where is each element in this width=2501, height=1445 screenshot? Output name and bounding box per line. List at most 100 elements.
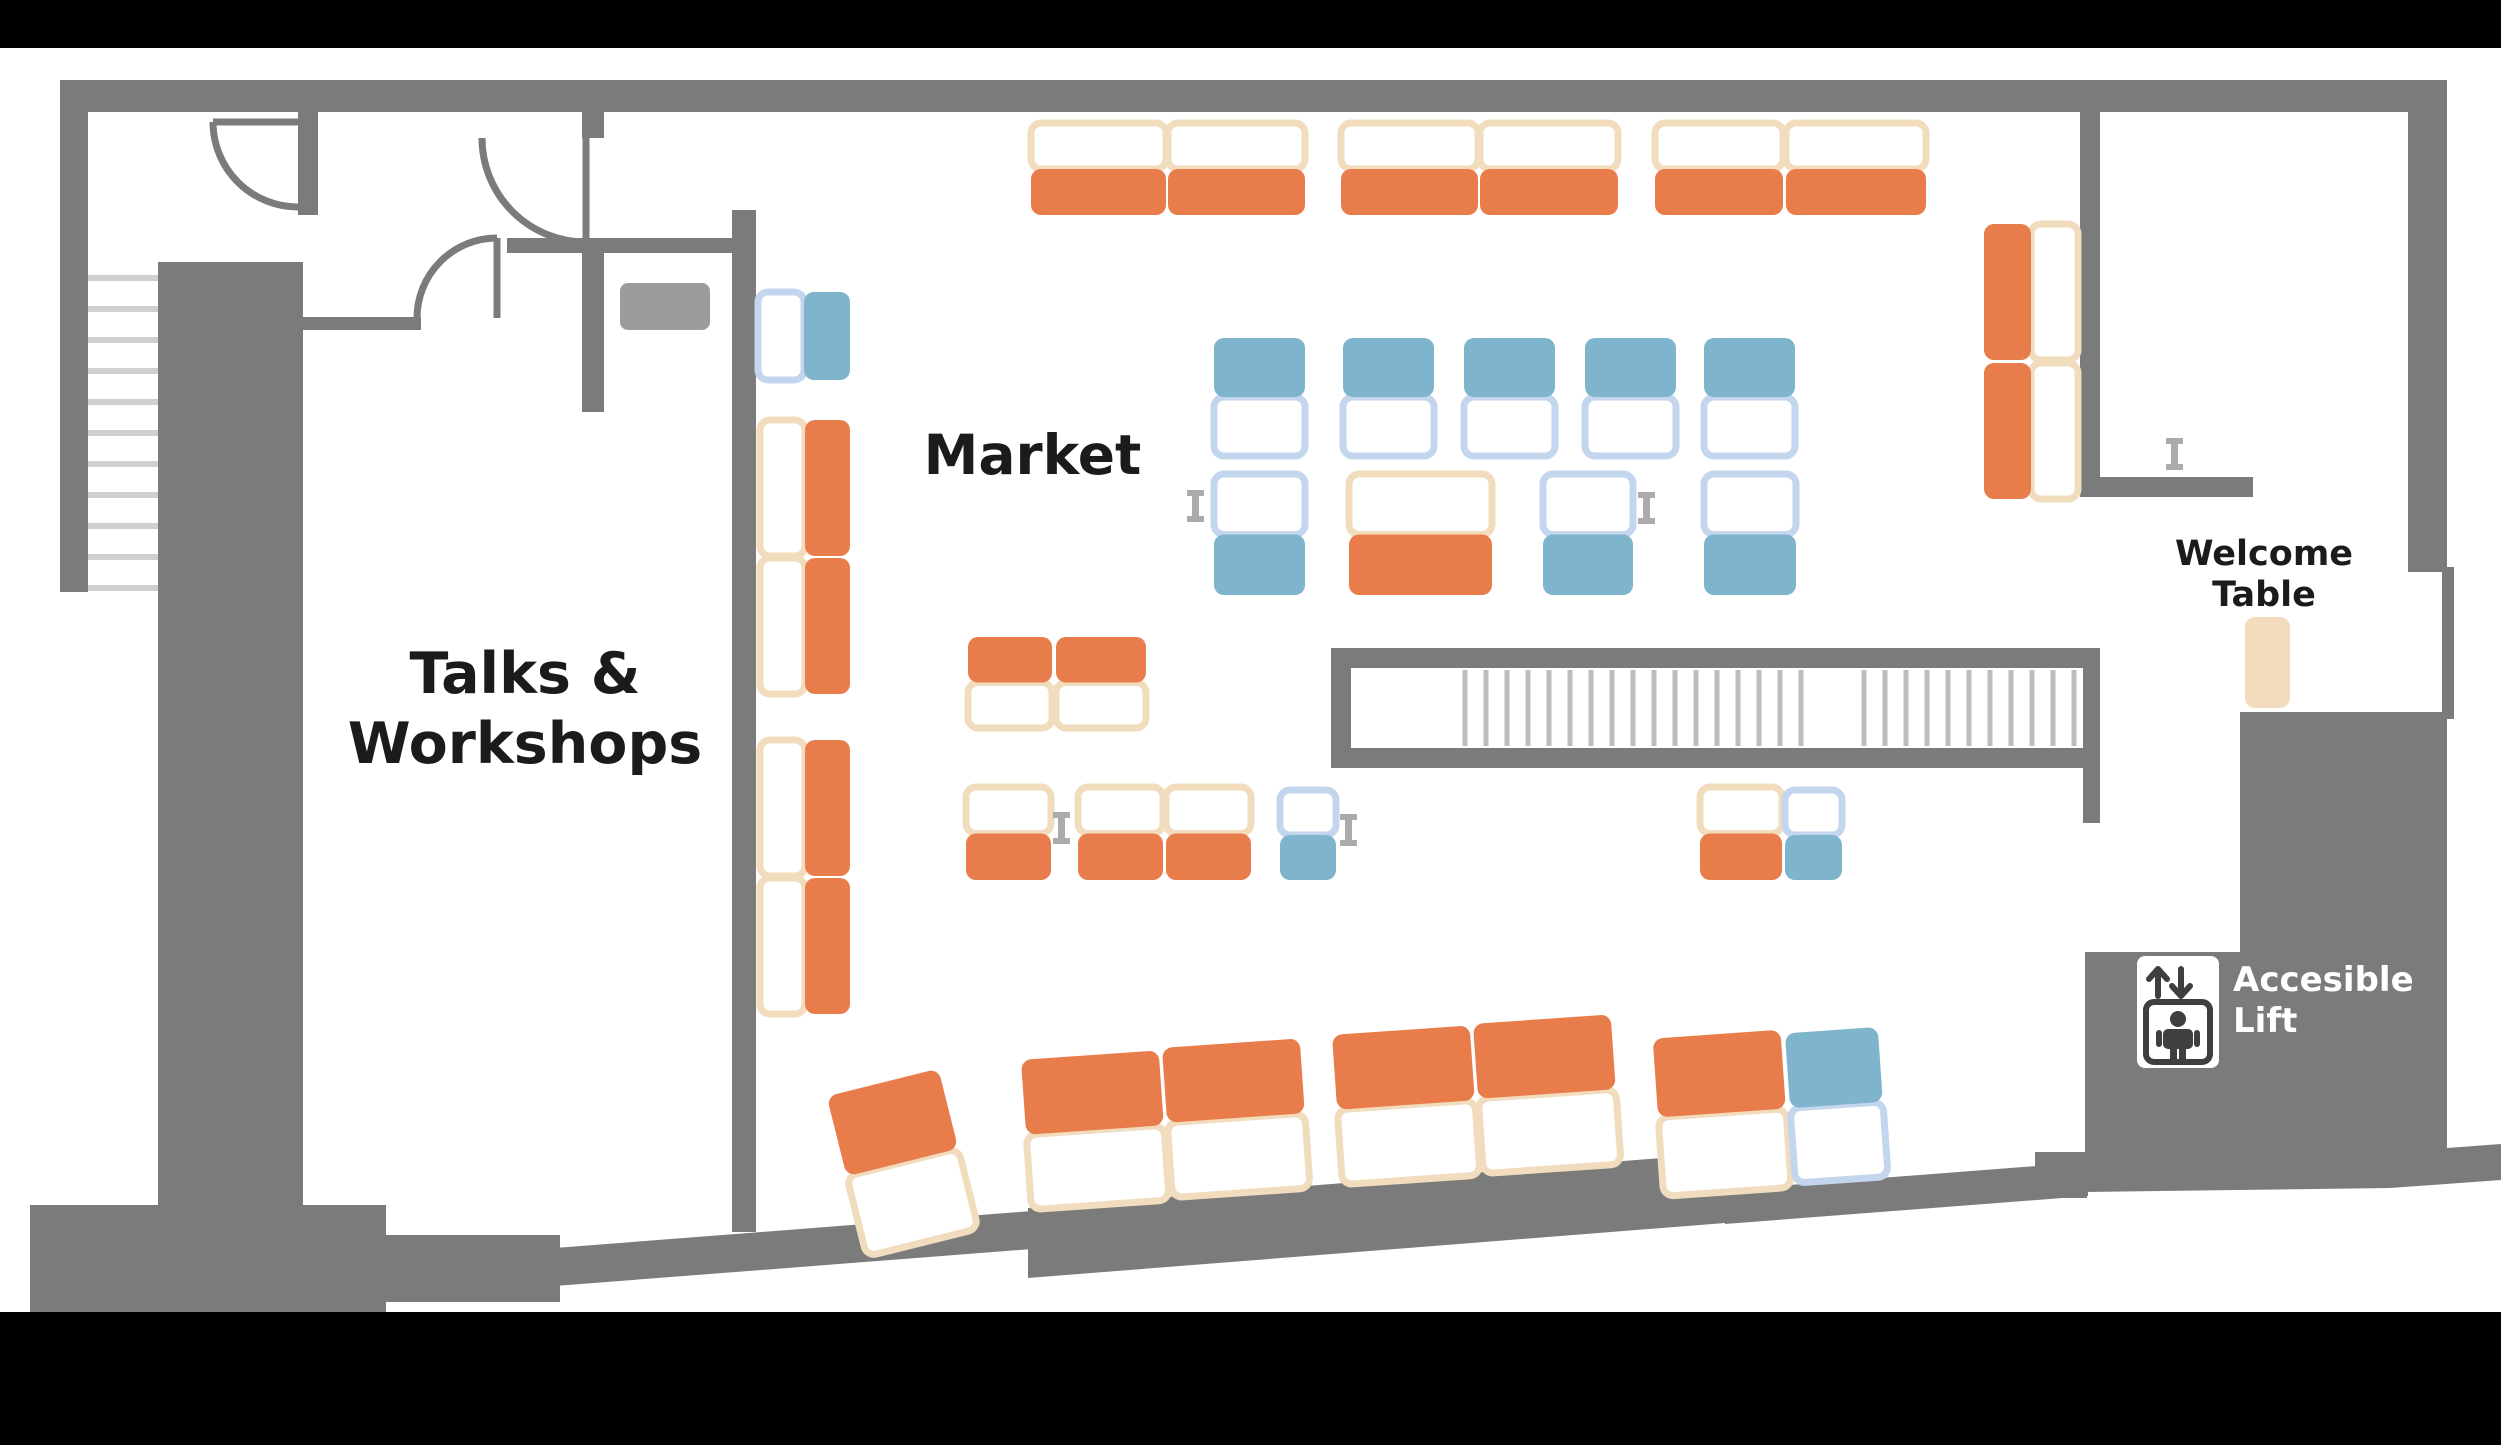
table-outline-half (1337, 119, 1482, 173)
seat-marker-icon (2166, 438, 2183, 470)
seat-markers (1053, 438, 2183, 846)
table-outline-half (1787, 1098, 1891, 1186)
table-solid-half (805, 878, 850, 1014)
table-blue (1785, 1027, 1891, 1186)
seat-marker-icon (1638, 492, 1655, 524)
wall-bottom-sloped-right (1725, 1162, 2088, 1224)
table-outline-half (1476, 119, 1622, 173)
table-orange (756, 416, 850, 560)
table-blue (1460, 338, 1559, 460)
table-outline-half (1651, 119, 1787, 173)
stair-frame-bottom (1331, 748, 2100, 768)
table-orange (1345, 470, 1496, 595)
table-outline-half (1276, 786, 1340, 839)
wall-topright-room-left (2080, 112, 2100, 497)
stair-treads (1462, 670, 2077, 746)
arrow-up-icon (2146, 966, 2170, 982)
table-orange (828, 1070, 980, 1258)
table-outline-half (1027, 119, 1170, 173)
wall-room-divider-2b (582, 242, 604, 412)
wall-room-divider-2a (582, 112, 604, 138)
table-orange (1162, 1039, 1313, 1201)
table-solid-half (1704, 534, 1796, 595)
table-orange (1653, 1030, 1795, 1200)
door-arc-icon (413, 234, 498, 319)
wall-left (60, 80, 88, 592)
table-outline-half (1700, 470, 1800, 538)
table-solid-half (1280, 835, 1336, 880)
table-outline-half (1345, 470, 1496, 538)
table-outline-half (1210, 393, 1309, 460)
person-icon (2156, 1011, 2200, 1062)
table-outline-half (756, 874, 809, 1018)
table-outline-half (1781, 786, 1846, 839)
wall-top (60, 80, 2447, 112)
wall-topright-room-bottom (2080, 477, 2253, 497)
table-outline-half (1023, 1122, 1172, 1213)
table-solid-half (1056, 637, 1146, 683)
welcome-table-marker (2245, 617, 2290, 708)
table-solid-half (1785, 835, 1842, 880)
table-orange (1782, 119, 1930, 215)
table-solid-half (1341, 169, 1478, 215)
wall-talks-top (507, 238, 744, 253)
table-blue (1276, 786, 1340, 880)
table-outline-half (1700, 393, 1799, 460)
table-solid-half (828, 1070, 957, 1175)
wall-corridor-bottom-left (303, 317, 421, 330)
table-solid-half (1021, 1051, 1164, 1135)
table-blue (1210, 338, 1309, 460)
staircase-left (88, 275, 158, 591)
table-orange (1027, 119, 1170, 215)
table-orange (756, 736, 850, 880)
wall-southeast-block (2085, 712, 2501, 1192)
table-solid-half (1704, 338, 1795, 397)
tables (754, 119, 2082, 1258)
table-orange (756, 554, 850, 698)
wall-talks-market-divider (732, 210, 756, 1232)
table-orange (1074, 783, 1167, 880)
table-blue (1781, 786, 1846, 880)
table-orange (962, 783, 1055, 880)
seat-marker-icon (1340, 814, 1357, 846)
table-orange (1021, 1051, 1172, 1213)
table-outline-half (1696, 783, 1786, 837)
podium (620, 283, 710, 330)
wall-room-divider-1 (298, 112, 318, 215)
wall-southeast-notch (2035, 1152, 2087, 1198)
table-solid-half (1785, 1027, 1883, 1108)
table-solid-half (1464, 338, 1555, 397)
table-outline-half (1164, 119, 1309, 173)
table-blue (1539, 470, 1637, 595)
table-outline-half (1334, 1097, 1483, 1188)
table-outline-half (1052, 679, 1150, 732)
table-solid-half (1480, 169, 1618, 215)
wall-right-outer (2408, 80, 2447, 572)
table-orange (964, 637, 1056, 732)
table-blue (1700, 470, 1800, 595)
stair-frame-top (1331, 648, 2100, 668)
table-orange (1473, 1015, 1624, 1177)
accessible-lift-icon (2137, 956, 2219, 1068)
table-orange (1984, 359, 2082, 503)
table-solid-half (805, 740, 850, 876)
table-outline-half (1162, 783, 1255, 837)
table-outline-half (2027, 220, 2082, 364)
table-outline-half (1074, 783, 1167, 837)
table-outline-half (1581, 393, 1680, 460)
table-solid-half (1343, 338, 1434, 397)
table-outline-half (1539, 470, 1637, 538)
table-solid-half (1168, 169, 1305, 215)
table-blue (1339, 338, 1438, 460)
arrow-down-icon (2169, 983, 2193, 999)
table-solid-half (1585, 338, 1676, 397)
table-solid-half (1543, 534, 1633, 595)
table-solid-half (1655, 169, 1783, 215)
table-solid-half (805, 558, 850, 694)
table-solid-half (1162, 1039, 1305, 1123)
market-label: Market (923, 423, 1142, 487)
table-orange (1337, 119, 1482, 215)
table-solid-half (966, 833, 1051, 880)
table-outline-half (1164, 1110, 1313, 1201)
